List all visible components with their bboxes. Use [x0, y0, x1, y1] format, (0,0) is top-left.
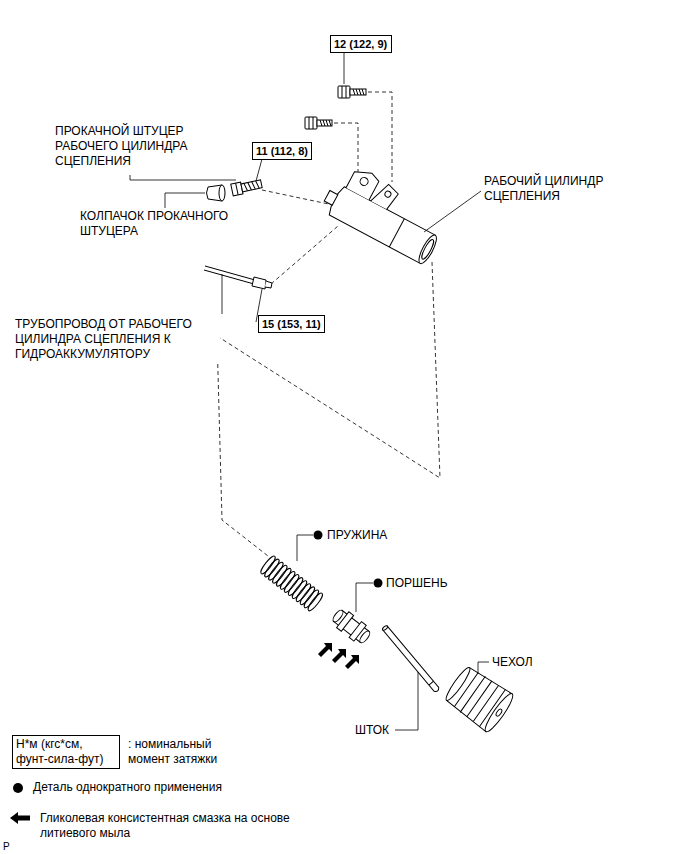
spring: [259, 554, 325, 612]
part-name: ШТОК: [355, 723, 389, 738]
push-rod: [382, 625, 440, 693]
torque-value: 11 (112, 8): [256, 144, 308, 158]
legend-grease-arrow: [10, 812, 30, 824]
figure-code: P: [3, 840, 10, 853]
legend-text: Деталь однократного применения: [33, 780, 222, 795]
torque-value: 15 (153, 11): [262, 317, 321, 331]
part-name: ПОРШЕНЬ: [386, 576, 448, 591]
torque-box: 11 (112, 8): [252, 142, 312, 160]
part-name: ЧЕХОЛ: [492, 655, 533, 670]
part-name: РАБОЧИЙ ЦИЛИНДР СЦЕПЛЕНИЯ: [484, 174, 634, 204]
grease-arrow: [318, 643, 359, 669]
legend-text: Гликолевая консистентная смазка на основ…: [40, 811, 310, 841]
assembly-line: [217, 92, 440, 556]
bolt: [338, 86, 366, 98]
part-name: ТРУБОПРОВОД ОТ РАБОЧЕГО ЦИЛИНДРА СЦЕПЛЕН…: [15, 317, 220, 362]
piston: [329, 606, 373, 646]
torque-value: 12 (122, 9): [334, 37, 388, 51]
single-use-mark: [13, 531, 383, 794]
part-name: КОЛПАЧОК ПРОКАЧНОГО ШТУЦЕРА: [80, 209, 260, 239]
unit-text: Н*м (кгс*см, фунт-сила-фут): [16, 737, 116, 767]
bolt: [305, 117, 332, 129]
bleeder-cap: [207, 185, 226, 201]
torque-box: 15 (153, 11): [258, 315, 325, 333]
pipe: [204, 266, 272, 289]
legend-text: : номинальный момент затяжки: [128, 737, 228, 767]
boot: [442, 663, 517, 735]
bleeder-plug: [231, 178, 263, 196]
part-name: ПРУЖИНА: [327, 528, 387, 543]
part-name: ПРОКАЧНОЙ ШТУЦЕР РАБОЧЕГО ЦИЛИНДРА СЦЕПЛ…: [55, 124, 205, 169]
torque-box: 12 (122, 9): [330, 35, 392, 53]
legend-torque-box: Н*м (кгс*см, фунт-сила-фут): [12, 735, 120, 769]
release-cylinder: [320, 160, 452, 266]
